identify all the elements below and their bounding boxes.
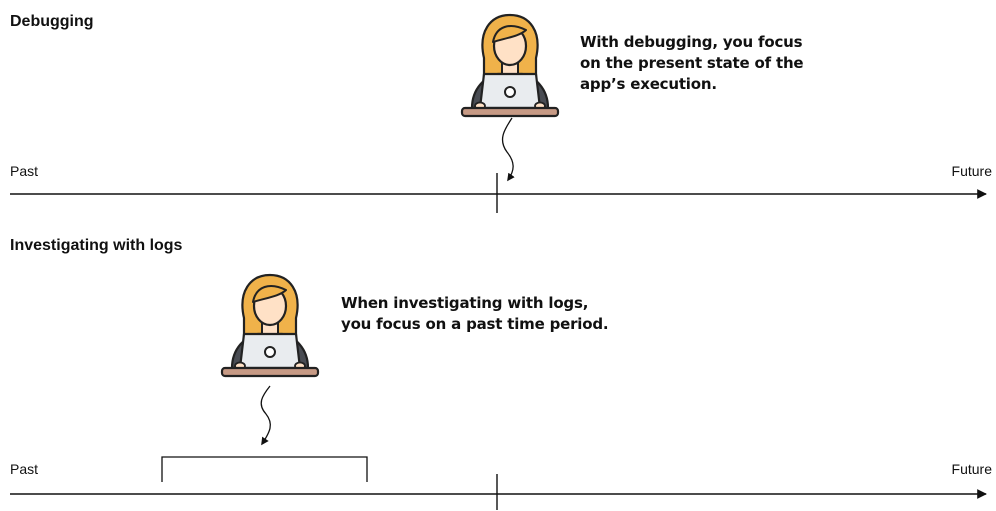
person-with-laptop-icon-debugging bbox=[460, 13, 560, 118]
past-label-debugging: Past bbox=[10, 163, 39, 179]
section-title-debugging: Debugging bbox=[10, 13, 94, 30]
callout-debugging: With debugging, you focus on the present… bbox=[580, 33, 804, 93]
person-with-laptop-icon-logs bbox=[220, 273, 320, 378]
callout-logs: When investigating with logs, you focus … bbox=[341, 294, 609, 333]
squiggle-arrow-icon-debugging bbox=[501, 117, 515, 182]
future-label-logs: Future bbox=[951, 461, 992, 477]
squiggle-arrow-icon-logs bbox=[260, 385, 272, 446]
section-title-logs: Investigating with logs bbox=[10, 237, 183, 254]
past-period-bracket bbox=[161, 456, 368, 482]
past-label-logs: Past bbox=[10, 461, 39, 477]
future-label-debugging: Future bbox=[951, 163, 992, 179]
